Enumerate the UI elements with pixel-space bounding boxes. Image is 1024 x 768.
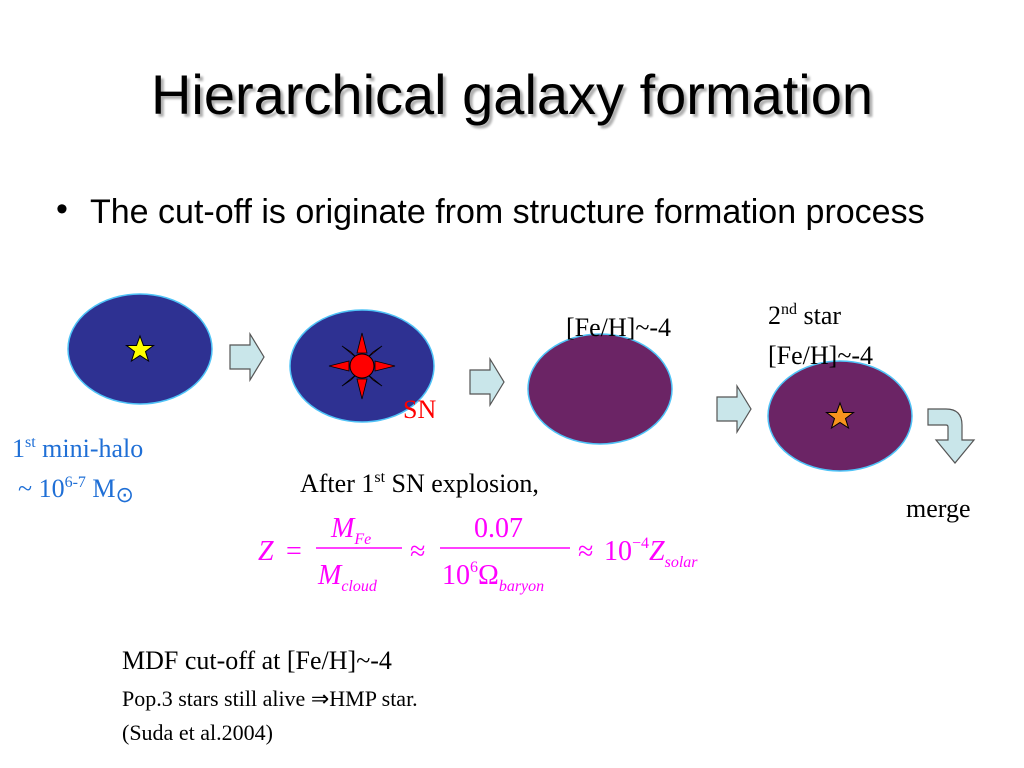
svg-text:≈: ≈ bbox=[410, 536, 425, 567]
bullet-marker: • bbox=[56, 190, 68, 228]
svg-text:Mcloud: Mcloud bbox=[317, 560, 378, 595]
arrow-right-icon-2 bbox=[469, 356, 505, 408]
note-mdf-cutoff: MDF cut-off at [Fe/H]~-4 bbox=[122, 646, 392, 675]
svg-text:≈: ≈ bbox=[578, 536, 593, 567]
sn-label: SN bbox=[403, 395, 436, 424]
note-citation: (Suda et al.2004) bbox=[122, 720, 273, 745]
svg-text:=: = bbox=[286, 536, 302, 567]
arrow-right-icon-3 bbox=[716, 383, 752, 435]
halo-label-line2: ~ 106-7 M⊙ bbox=[18, 474, 134, 507]
bullet-text: The cut-off is originate from structure … bbox=[90, 193, 925, 231]
metallicity-equation: Z = MFe Mcloud ≈ 0.07 106Ωbaryon ≈ 10−4Z… bbox=[258, 513, 698, 595]
slide-title: Hierarchical galaxy formation bbox=[150, 63, 874, 126]
merge-label: merge bbox=[906, 494, 971, 523]
first-star-icon bbox=[125, 334, 155, 363]
svg-text:Z: Z bbox=[258, 536, 274, 567]
equation-intro: After 1st SN explosion, bbox=[300, 469, 539, 498]
note-pop3: Pop.3 stars still alive ⇒HMP star. bbox=[122, 686, 418, 711]
second-star-icon bbox=[825, 401, 855, 430]
svg-text:0.07: 0.07 bbox=[474, 513, 523, 544]
arrow-right-icon-1 bbox=[229, 331, 265, 383]
merge-arrow-icon bbox=[927, 408, 976, 464]
second-star-feh: [Fe/H]~-4 bbox=[768, 341, 873, 370]
svg-text:MFe: MFe bbox=[330, 513, 371, 548]
second-star-label: 2nd star bbox=[768, 301, 841, 330]
feh-label: [Fe/H]~-4 bbox=[566, 313, 671, 342]
supernova-burst-icon bbox=[328, 332, 396, 400]
svg-text:10−4Zsolar: 10−4Zsolar bbox=[604, 535, 698, 571]
halo-label-line1: 1st mini-halo bbox=[12, 434, 143, 463]
enriched-halo bbox=[527, 333, 673, 445]
svg-text:106Ωbaryon: 106Ωbaryon bbox=[442, 559, 544, 595]
